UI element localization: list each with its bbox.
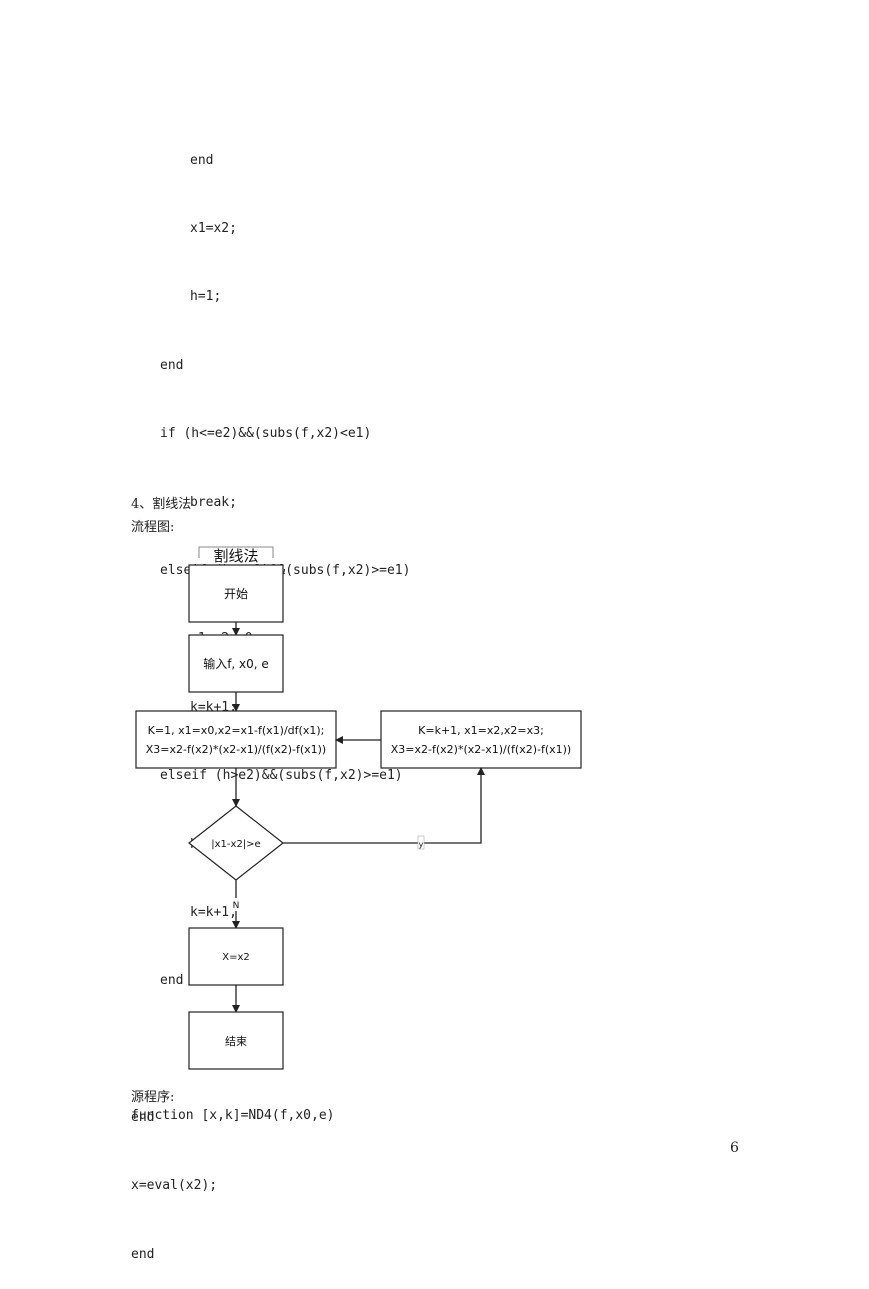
flowchart-title: 割线法 xyxy=(198,546,274,565)
source-first-line: function [x,k]=ND4(f,x0,e) xyxy=(131,1108,335,1123)
yes-label-box xyxy=(417,835,425,850)
code-line: if (h<=e2)&&(subs(f,x2)<e1) xyxy=(160,426,372,442)
init-node-line2: X3=x2-f(x2)*(x2-x1)/(f(x2)-f(x1)) xyxy=(146,743,326,756)
flowchart-label: 流程图: xyxy=(131,520,175,535)
no-label: N xyxy=(233,901,240,911)
code-line: x1=x2; xyxy=(190,220,237,236)
code-line: end xyxy=(131,1110,155,1126)
end-node: 结束 xyxy=(188,1011,284,1070)
update-node: K=k+1, x1=x2,x2=x3; X3=x2-f(x2)*(x2-x1)/… xyxy=(380,710,582,769)
init-node: K=1, x1=x0,x2=x1-f(x1)/df(x1); X3=x2-f(x… xyxy=(135,710,337,769)
result-node-label: X=x2 xyxy=(222,952,250,963)
code-line: elseif (h>e2)&&(subs(f,x2)>=e1) xyxy=(160,768,403,784)
code-line: end xyxy=(190,152,214,168)
condition-node: |x1-x2|>e xyxy=(188,805,284,881)
page-number: 6 xyxy=(730,1140,739,1156)
input-node: 输入f, x0, e xyxy=(188,634,284,693)
start-node: 开始 xyxy=(188,564,284,623)
code-line: k=k+1; xyxy=(190,904,237,920)
yes-label: y xyxy=(419,840,424,849)
init-node-line1: K=1, x1=x0,x2=x1-f(x1)/df(x1); xyxy=(148,724,325,737)
condition-node-label: |x1-x2|>e xyxy=(211,839,260,850)
code-line: break; xyxy=(190,494,237,510)
input-node-label: 输入f, x0, e xyxy=(203,656,269,671)
secant-method-flowchart: 割线法 开始 输入f, x0, e K=1, x1=x0,x2=x1-f(x1)… xyxy=(135,546,582,1070)
code-line: x=eval(x2); xyxy=(131,1178,218,1194)
start-node-label: 开始 xyxy=(224,587,248,601)
result-node: X=x2 xyxy=(188,927,284,986)
end-node-label: 结束 xyxy=(225,1035,247,1048)
code-line: h=1; xyxy=(190,289,222,305)
update-node-line2: X3=x2-f(x2)*(x2-x1)/(f(x2)-f(x1)) xyxy=(391,743,571,756)
code-line: end xyxy=(160,357,184,373)
arrow-condition-yes-to-update xyxy=(283,767,485,844)
code-line: end xyxy=(131,1246,155,1262)
no-label-bg xyxy=(231,898,241,911)
code-line: end xyxy=(160,973,184,989)
flowchart-title-text: 割线法 xyxy=(213,547,258,565)
update-node-line1: K=k+1, x1=x2,x2=x3; xyxy=(418,724,544,737)
source-label: 源程序: xyxy=(131,1090,175,1105)
section-heading: 4、割线法 xyxy=(131,497,192,512)
